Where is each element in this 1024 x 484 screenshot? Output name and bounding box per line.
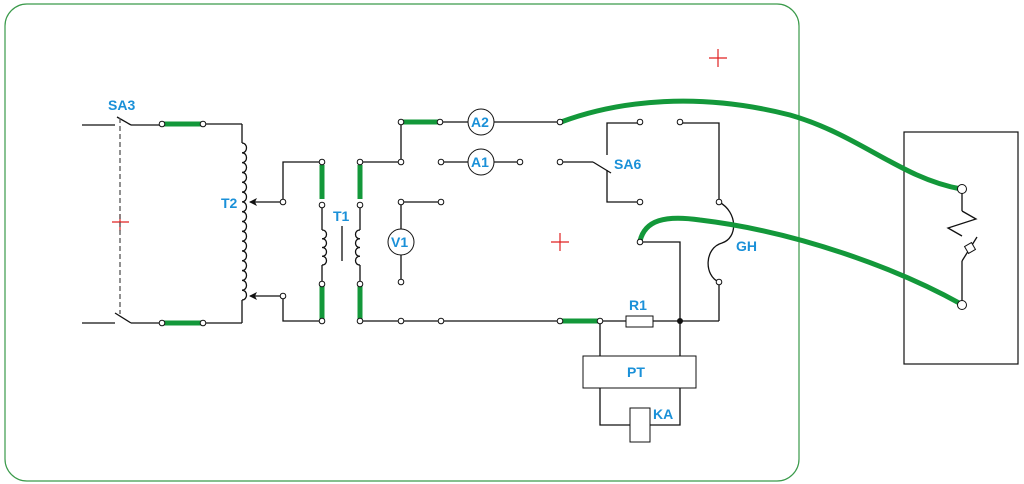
terminal[interactable] xyxy=(356,280,364,288)
terminal[interactable] xyxy=(516,158,524,166)
terminal[interactable] xyxy=(279,198,287,206)
label-v1: V1 xyxy=(391,234,408,250)
switch-sa6[interactable] xyxy=(560,122,640,203)
cable-upper[interactable] xyxy=(558,98,964,192)
terminal[interactable] xyxy=(436,118,444,126)
terminal[interactable] xyxy=(397,198,405,206)
label-sa3: SA3 xyxy=(108,97,135,113)
terminal[interactable] xyxy=(158,120,166,128)
label-t1: T1 xyxy=(333,208,350,224)
terminal[interactable] xyxy=(397,158,405,166)
terminal[interactable] xyxy=(397,278,405,286)
autotransformer-t2-coil xyxy=(241,142,248,301)
voltmeter-v1: V1 xyxy=(387,228,415,256)
external-device-symbol xyxy=(946,189,978,305)
terminal[interactable] xyxy=(199,319,207,327)
label-a1: A1 xyxy=(471,154,489,170)
terminal[interactable] xyxy=(676,118,684,126)
terminal[interactable] xyxy=(158,319,166,327)
external-device-box xyxy=(903,131,1019,365)
transformer-t1-primary xyxy=(321,229,328,266)
terminal[interactable] xyxy=(437,158,445,166)
resistor-r1 xyxy=(625,315,654,328)
terminal[interactable] xyxy=(957,184,967,194)
terminal[interactable] xyxy=(356,317,364,325)
cable-lower[interactable] xyxy=(637,215,964,307)
main-panel xyxy=(4,3,800,482)
spark-gap-gh xyxy=(707,201,735,283)
terminal[interactable] xyxy=(318,201,326,209)
terminal[interactable] xyxy=(318,317,326,325)
terminal[interactable] xyxy=(318,280,326,288)
crosshair-marker[interactable] xyxy=(709,49,727,67)
terminals xyxy=(158,118,967,327)
terminal[interactable] xyxy=(636,198,644,206)
t2-slider-bottom[interactable] xyxy=(249,292,283,300)
terminal[interactable] xyxy=(596,317,604,325)
label-pt: PT xyxy=(627,364,645,380)
t2-slider-top[interactable] xyxy=(249,198,283,206)
terminal[interactable] xyxy=(437,198,445,206)
terminal[interactable] xyxy=(356,201,364,209)
terminal[interactable] xyxy=(556,158,564,166)
transformer-t1-secondary xyxy=(354,229,361,266)
terminal[interactable] xyxy=(279,292,287,300)
label-t2: T2 xyxy=(221,195,238,211)
terminal[interactable] xyxy=(397,118,405,126)
ammeter-a1: A1 xyxy=(467,148,495,176)
terminal[interactable] xyxy=(715,198,723,206)
terminal[interactable] xyxy=(636,238,644,246)
crosshair-marker[interactable] xyxy=(551,233,569,251)
label-r1: R1 xyxy=(629,297,647,313)
label-sa6: SA6 xyxy=(614,156,641,172)
terminal[interactable] xyxy=(556,317,564,325)
terminal[interactable] xyxy=(199,120,207,128)
label-a2: A2 xyxy=(471,114,489,130)
relay-coil-ka xyxy=(629,407,651,443)
terminal[interactable] xyxy=(397,317,405,325)
terminal[interactable] xyxy=(556,118,564,126)
terminal[interactable] xyxy=(957,300,967,310)
terminal[interactable] xyxy=(715,278,723,286)
terminal[interactable] xyxy=(356,158,364,166)
ammeter-a2: A2 xyxy=(467,108,495,136)
switch-sa3[interactable] xyxy=(82,116,162,324)
label-ka: KA xyxy=(653,406,673,422)
terminal[interactable] xyxy=(318,158,326,166)
terminal[interactable] xyxy=(636,118,644,126)
protection-relay-pt xyxy=(582,355,697,389)
terminal[interactable] xyxy=(437,317,445,325)
label-gh: GH xyxy=(736,238,757,254)
